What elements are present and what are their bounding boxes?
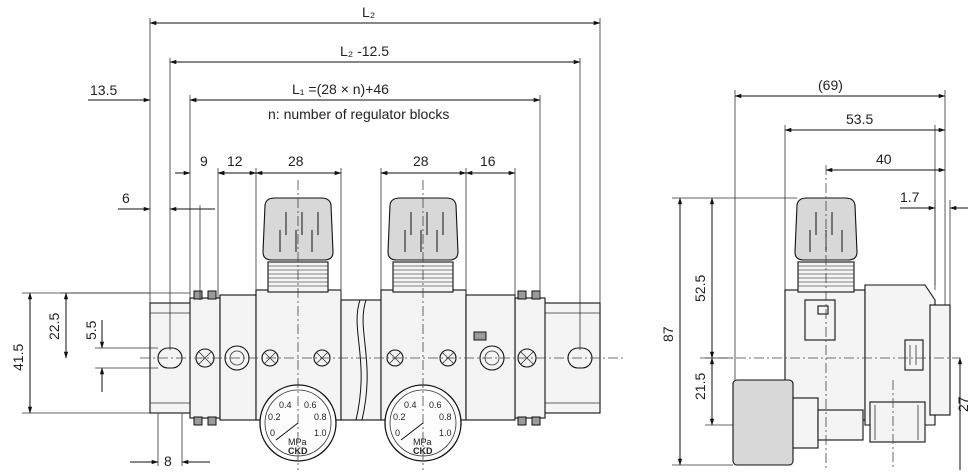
- dim-28-second: 28: [413, 153, 429, 169]
- dim-13-5: 13.5: [90, 82, 117, 98]
- gauge2-label-0: 0: [395, 428, 400, 438]
- dim-87: 87: [660, 326, 676, 342]
- side-gauge: [732, 379, 794, 466]
- dim-69: (69): [818, 77, 843, 93]
- dim-16: 16: [480, 153, 496, 169]
- gauge1-label-04: 0.4: [279, 400, 292, 410]
- dim-l2: L₂: [362, 4, 375, 20]
- dim-22-5: 22.5: [46, 313, 62, 340]
- gauge1-label-08: 0.8: [314, 412, 327, 422]
- dim-5-5: 5.5: [83, 320, 99, 340]
- dim-l2-minus: L₂ -12.5: [340, 43, 389, 59]
- side-view: (69) 53.5 40 1.7 87 52.5 21.5 27: [660, 77, 970, 470]
- dim-n-note: n: number of regulator blocks: [268, 106, 449, 122]
- dim-40: 40: [876, 151, 892, 167]
- dim-28-first: 28: [288, 153, 304, 169]
- dim-21-5: 21.5: [692, 373, 708, 400]
- gauge2-label-04: 0.4: [404, 400, 417, 410]
- gauge2-label-10: 1.0: [439, 428, 452, 438]
- side-gauge-neck: [792, 397, 819, 449]
- dim-6: 6: [122, 190, 130, 206]
- gauge1-label-10: 1.0: [314, 428, 327, 438]
- dim-12: 12: [227, 153, 243, 169]
- gauge2-unit: MPa: [413, 437, 432, 447]
- dim-41-5: 41.5: [10, 344, 26, 371]
- gauge2-label-02: 0.2: [393, 412, 406, 422]
- side-lower-fitting: [869, 401, 926, 443]
- dim-53-5: 53.5: [846, 111, 873, 127]
- dim-8: 8: [164, 453, 172, 469]
- dim-27: 27: [955, 396, 970, 412]
- gauge2-label-06: 0.6: [429, 400, 442, 410]
- dim-l1-formula: L₁ =(28 × n)+46: [292, 81, 389, 97]
- gauge2-label-08: 0.8: [439, 412, 452, 422]
- dim-1-7: 1.7: [900, 189, 920, 205]
- spacer-block: [340, 299, 382, 421]
- dim-9: 9: [200, 153, 208, 169]
- gauge1-label-02: 0.2: [268, 412, 281, 422]
- dim-52-5: 52.5: [692, 275, 708, 302]
- gauge1-unit: MPa: [288, 437, 307, 447]
- side-din-rail: [929, 304, 951, 416]
- front-view: 0.4 0.6 0.2 0.8 0 1.0 MPa CKD 0.4 0.6 0.…: [10, 4, 625, 470]
- gauge1-label-06: 0.6: [304, 400, 317, 410]
- gauge1-label-0: 0: [270, 428, 275, 438]
